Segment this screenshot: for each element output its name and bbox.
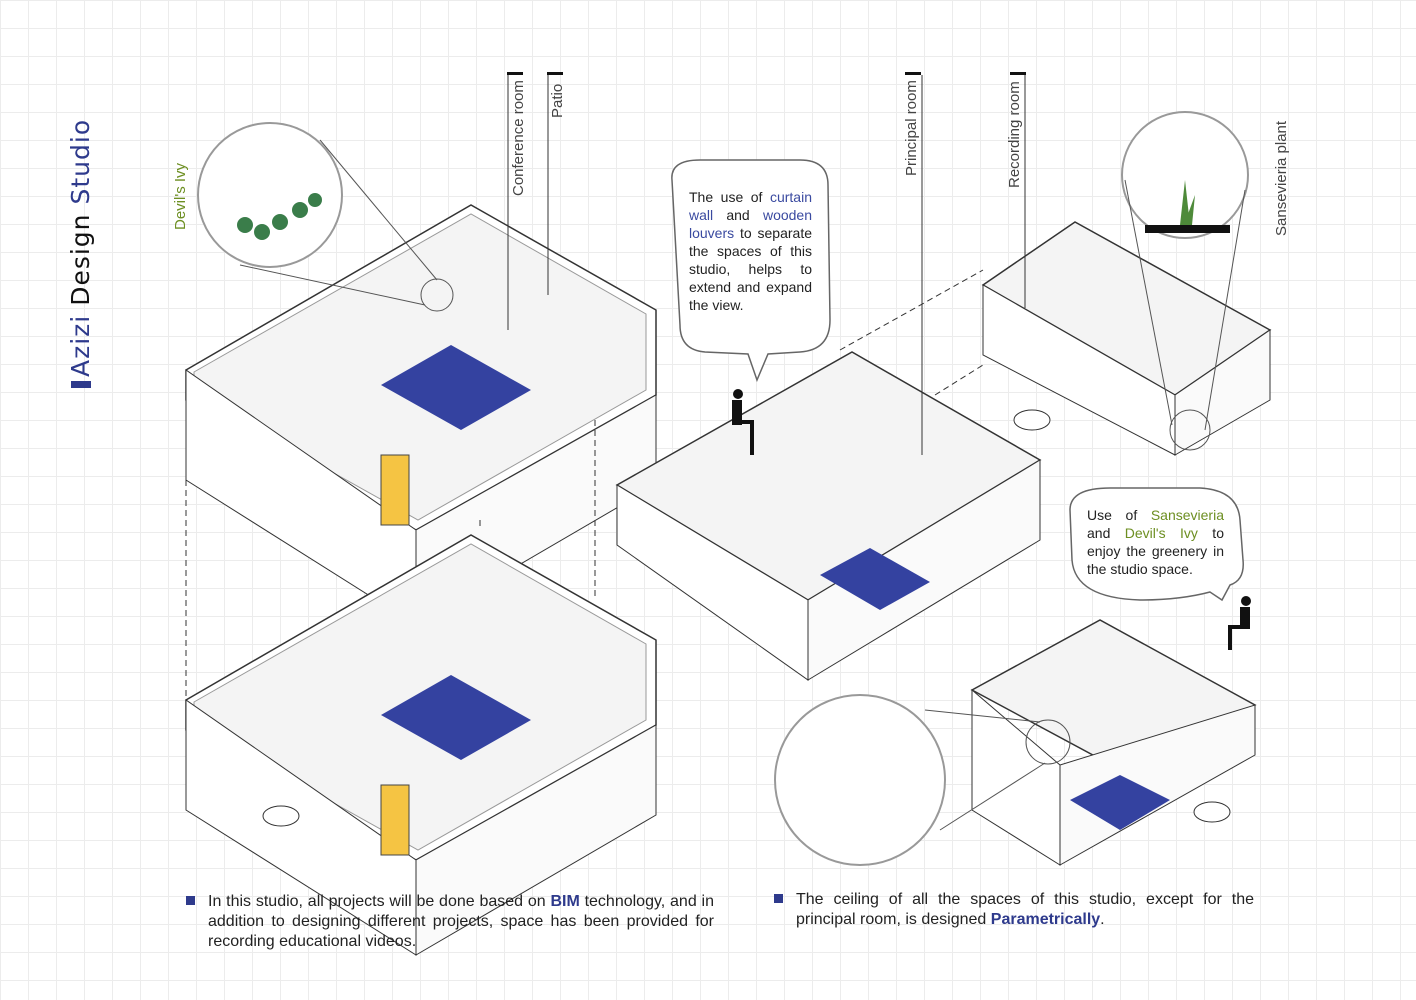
speech-bubble-1 [671,159,831,383]
bullet-square [774,894,783,903]
person-silhouettes [732,389,1251,650]
callout-greenery: Use of Sansevieria and Devil's Ivy to en… [1087,507,1224,577]
label-bar [1010,72,1026,75]
label-sansevieria-plant: Sansevieria plant [1273,120,1290,236]
note-ceiling: The ceiling of all the spaces of this st… [774,890,1254,930]
label-recording-room: Recording room [1006,81,1023,188]
label-bar [547,72,563,75]
plan-parametric-ceiling [970,619,1257,866]
label-patio: Patio [549,83,566,118]
plan-recording-room [981,221,1272,456]
plant-sansevieria-icon [1180,180,1195,225]
label-conference-room: Conference room [510,80,527,196]
compass-icons [262,409,1231,827]
title-marker [71,381,91,388]
plan-principal-room [615,351,1042,681]
plant-devils-ivy-icon [237,193,322,240]
label-devils-ivy: Devil's Ivy [172,162,189,230]
speech-bubble-2 [1069,487,1244,602]
label-bar [905,72,921,75]
zoom-circles [197,111,1249,866]
page-title: Azizi Design Studio [66,119,95,388]
label-principal-room: Principal room [903,80,920,176]
note-bim: In this studio, all projects will be don… [186,892,714,952]
label-bar [507,72,523,75]
bullet-square [186,896,195,905]
callout-louvers: The use of curtain wall and wooden louve… [689,189,812,313]
plan-top-left [185,204,657,626]
